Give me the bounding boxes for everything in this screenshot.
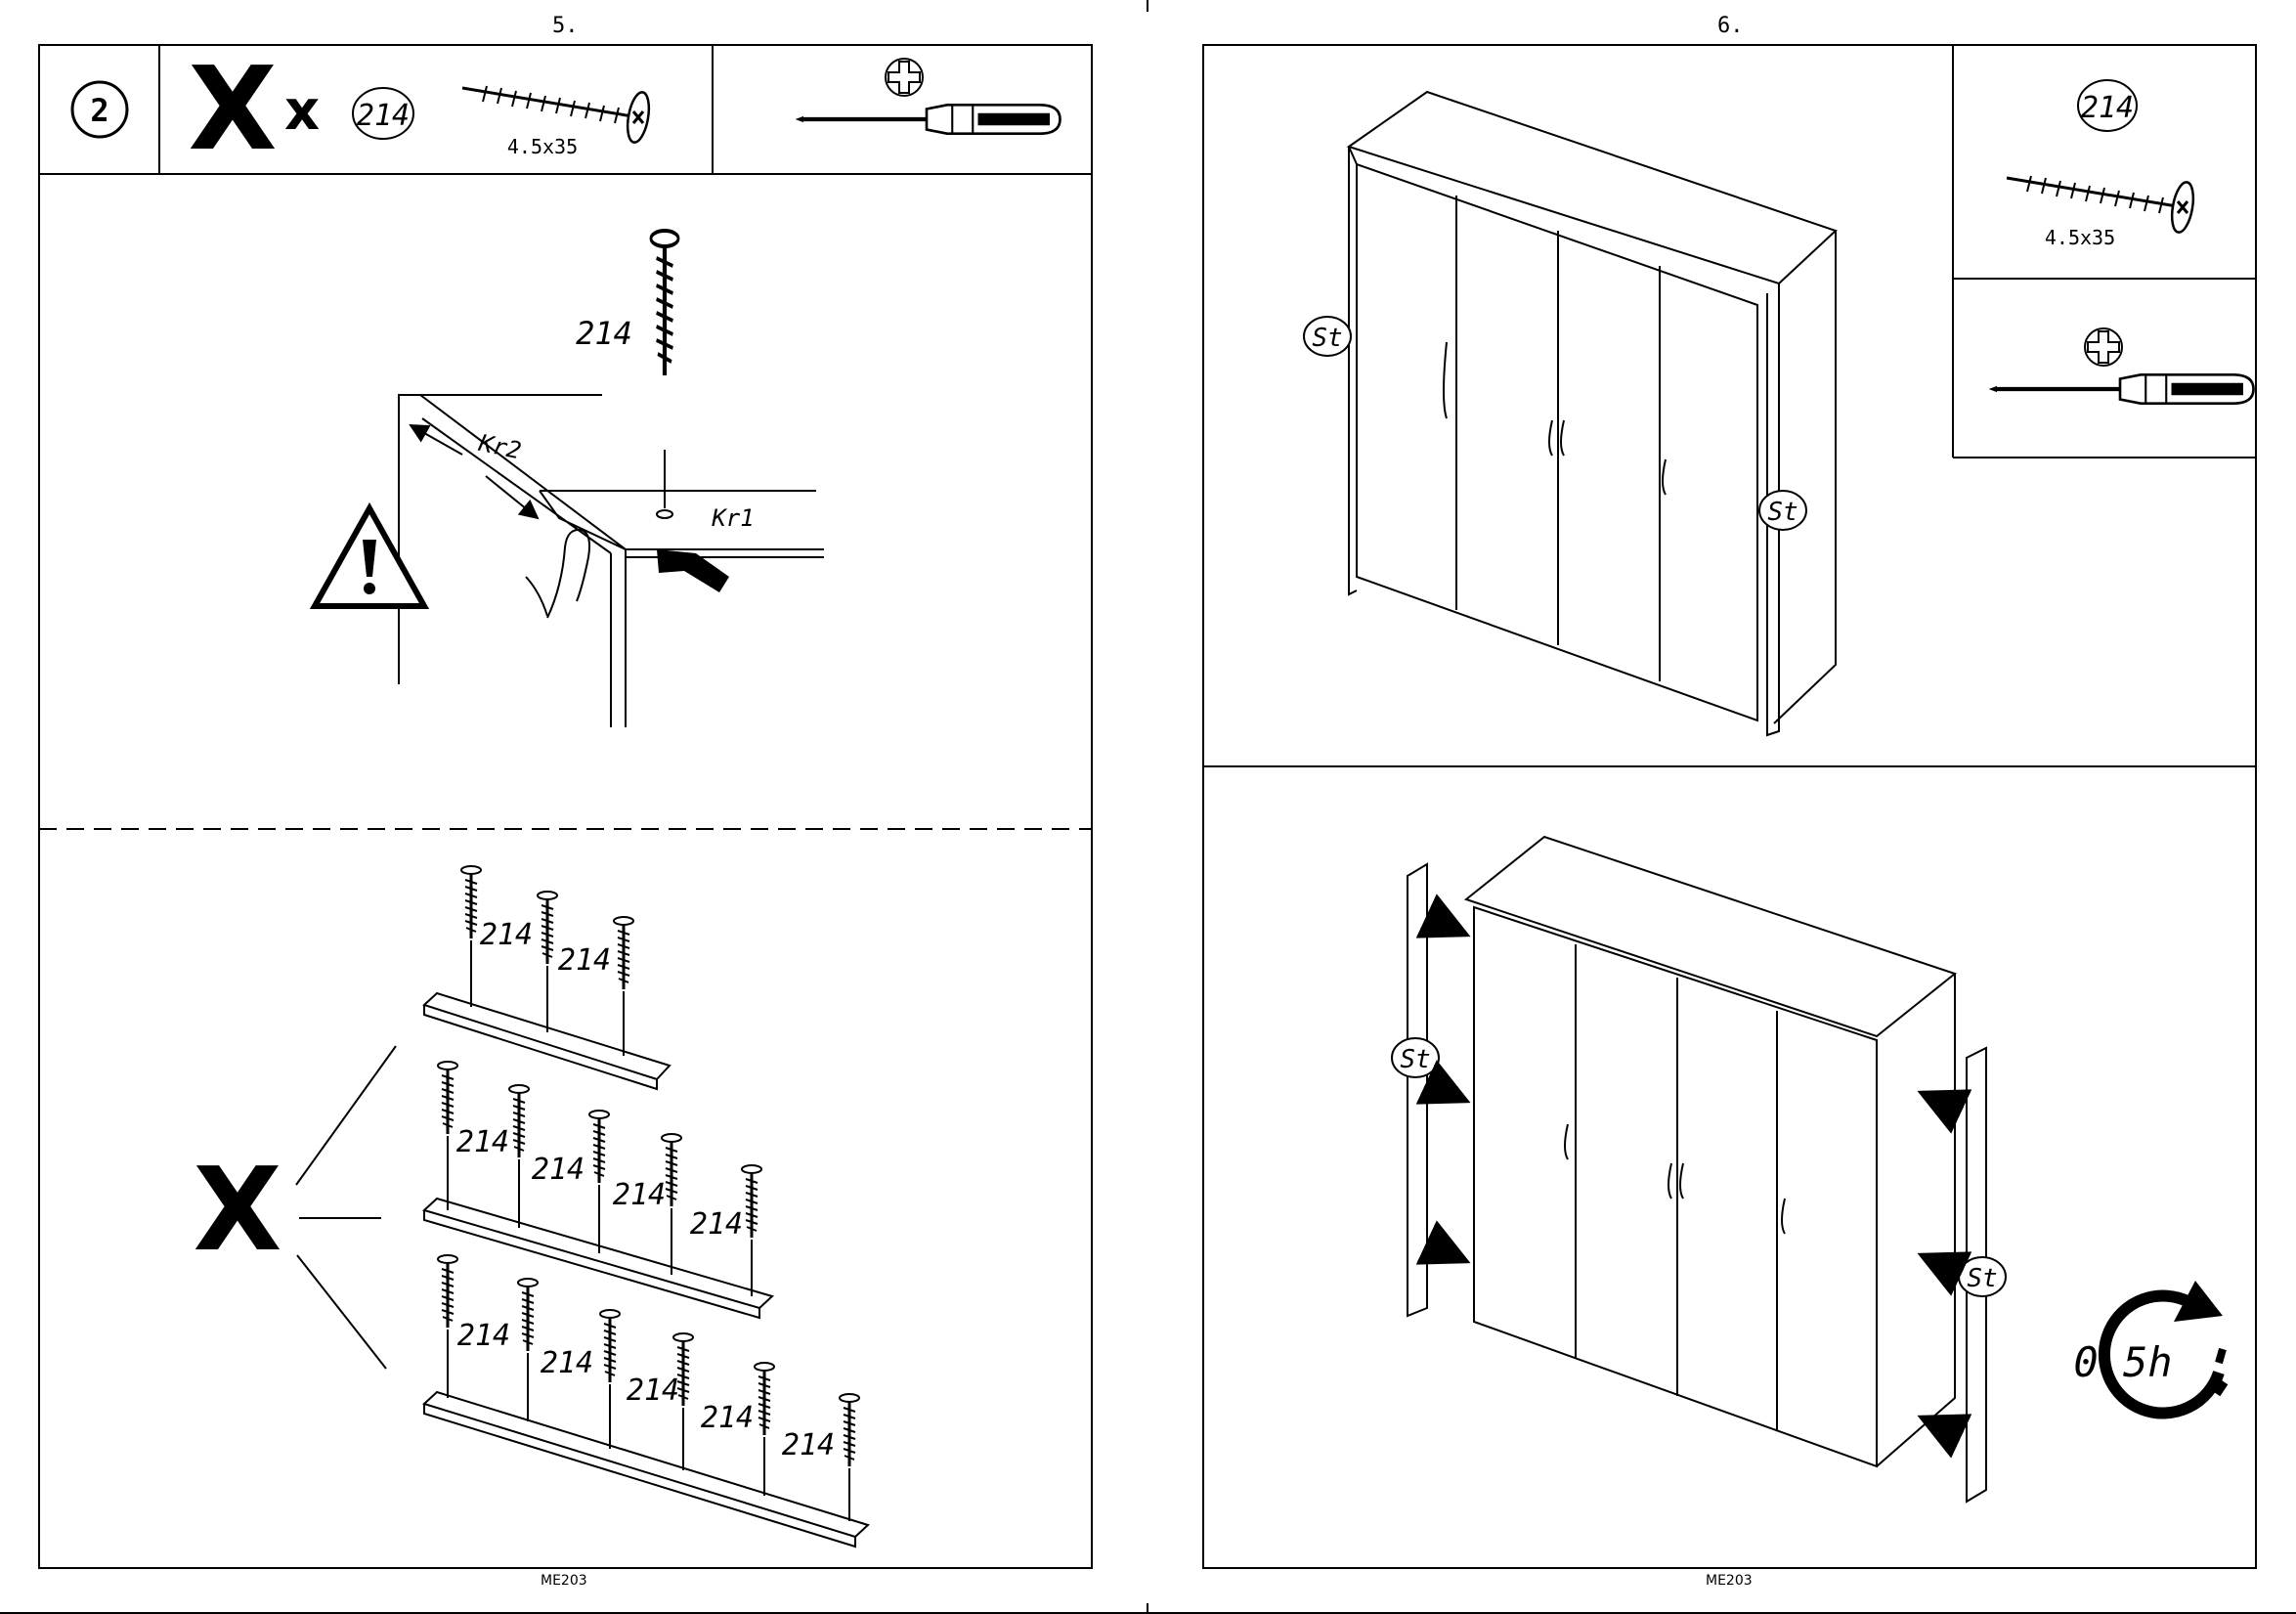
multiplier-x-small: x <box>284 79 320 143</box>
strip-label-st: St <box>1967 1264 1997 1293</box>
screw-detail-icon <box>651 231 678 375</box>
hand-icon <box>547 530 589 618</box>
screw-icon <box>600 1310 620 1382</box>
screw-size: 4.5x35 <box>507 135 578 158</box>
screw-icon <box>438 1062 457 1134</box>
warning-triangle-icon <box>315 508 424 606</box>
step-number: 2 <box>90 92 108 129</box>
strip-label-st: St <box>1767 498 1798 527</box>
phillips-symbol-icon <box>2085 328 2122 366</box>
phillips-symbol-icon <box>886 59 923 96</box>
screw-icon <box>742 1165 761 1238</box>
screw-icon <box>461 866 481 938</box>
screw-size: 4.5x35 <box>2045 226 2115 249</box>
push-arrow-icon <box>657 549 729 592</box>
direction-arrows <box>1437 921 1951 1431</box>
label-214: 214 <box>558 943 611 978</box>
wardrobe-illustration <box>1466 837 1955 1466</box>
panel-label-kr2: Kr2 <box>476 429 524 465</box>
time-label: 0.5h <box>2073 1338 2172 1386</box>
label-214: 214 <box>613 1178 666 1212</box>
screwdriver-icon <box>1989 374 2254 403</box>
label-214: 214 <box>690 1207 743 1242</box>
label-214: 214 <box>532 1153 585 1187</box>
strip-label-st: St <box>1400 1045 1430 1074</box>
multiplier-x-large: X <box>189 41 278 176</box>
label-214: 214 <box>701 1401 754 1435</box>
part-number: 214 <box>2081 91 2134 125</box>
screw-icon <box>755 1363 774 1435</box>
screwdriver-icon <box>796 105 1061 133</box>
screw-icon <box>614 917 633 989</box>
label-214: 214 <box>456 1125 509 1159</box>
screw-icon <box>589 1111 609 1183</box>
label-214: 214 <box>541 1346 593 1380</box>
side-strip-left <box>1408 864 1427 1316</box>
screw-label: 214 <box>576 315 632 352</box>
screw-icon <box>538 892 557 964</box>
bottom-multiplier: X <box>194 1142 282 1277</box>
screw-icon <box>840 1394 859 1466</box>
label-214: 214 <box>480 918 533 952</box>
wardrobe-illustration <box>1349 92 1836 735</box>
label-214: 214 <box>457 1319 510 1353</box>
panel-label-kr1: Kr1 <box>711 504 754 532</box>
label-214: 214 <box>782 1428 835 1462</box>
screw-icon <box>438 1255 457 1328</box>
screw-icon <box>509 1085 529 1157</box>
strip-label-st: St <box>1312 324 1342 353</box>
part-number: 214 <box>357 99 410 133</box>
strip-long <box>424 1392 868 1537</box>
screw-icon <box>518 1279 538 1351</box>
label-214: 214 <box>627 1374 679 1408</box>
